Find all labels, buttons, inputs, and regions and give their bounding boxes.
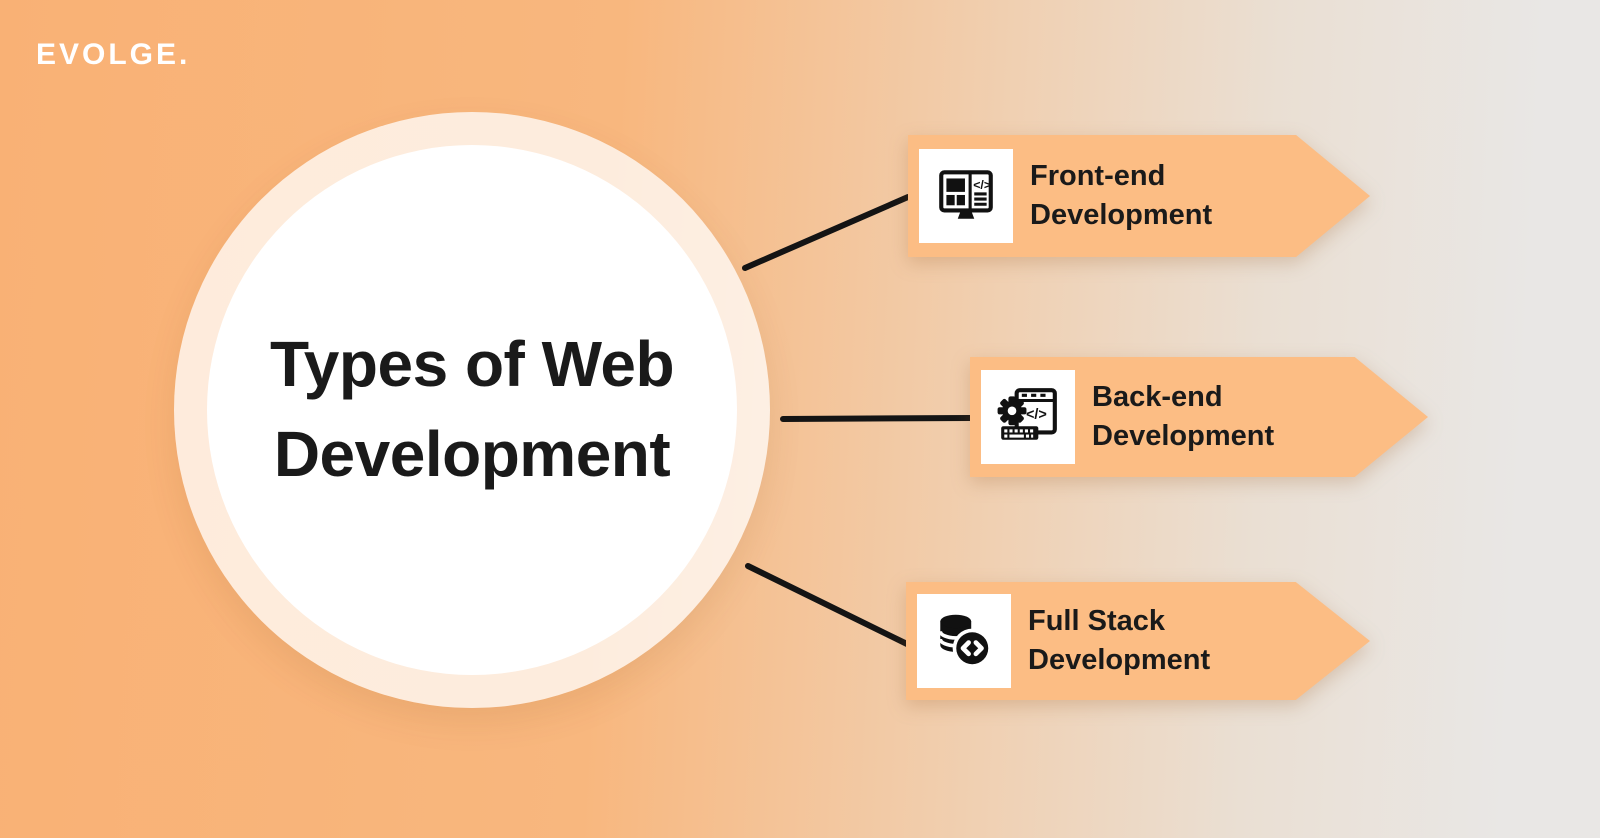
full-stack-label: Full Stack Development: [1028, 602, 1210, 680]
banner-full-stack: Full Stack Development: [906, 582, 1370, 700]
keyboard-icon: [1001, 426, 1039, 440]
gear-icon: [997, 396, 1027, 426]
banner-back-end-shape: </>: [970, 357, 1428, 477]
monitor-code-icon: </>: [939, 170, 993, 219]
svg-text:</>: </>: [1026, 407, 1047, 423]
page-title-line2: Development: [273, 418, 671, 490]
banner-front-end-shape: </> Front-end Development: [908, 135, 1370, 257]
banner-front-end: </> Front-end Development: [908, 135, 1370, 257]
back-end-label-line1: Back-end: [1092, 381, 1223, 414]
back-end-label-line2: Development: [1092, 420, 1275, 452]
page-title: Types of Web Development: [269, 320, 675, 499]
banner-back-end: </>: [970, 357, 1428, 477]
center-circle: Types of Web Development: [207, 145, 737, 675]
svg-text:</>: </>: [973, 178, 991, 192]
banner-full-stack-shape: Full Stack Development: [906, 582, 1370, 700]
connector-full-stack: [745, 563, 910, 647]
connector-front-end: [742, 194, 911, 271]
back-end-label: Back-end Development: [1092, 378, 1274, 456]
center-circle-ring: Types of Web Development: [174, 112, 770, 708]
page-title-line1: Types of Web: [269, 328, 675, 401]
full-stack-label-line1: Full Stack: [1028, 605, 1165, 638]
front-end-label-line2: Development: [1030, 199, 1213, 231]
code-brackets-icon: [960, 640, 984, 657]
brand-logo: EVOLGE.: [36, 38, 191, 71]
front-end-label: Front-end Development: [1030, 157, 1212, 235]
front-end-label-line1: Front-end: [1030, 160, 1166, 193]
back-end-icon-box: </>: [981, 370, 1075, 464]
connector-back-end: [780, 415, 973, 422]
gear-window-keyboard-icon: </>: [997, 388, 1057, 440]
front-end-icon-box: </>: [919, 149, 1013, 243]
full-stack-label-line2: Development: [1028, 644, 1211, 676]
database-code-icon: [938, 614, 992, 668]
full-stack-icon-box: [917, 594, 1011, 688]
